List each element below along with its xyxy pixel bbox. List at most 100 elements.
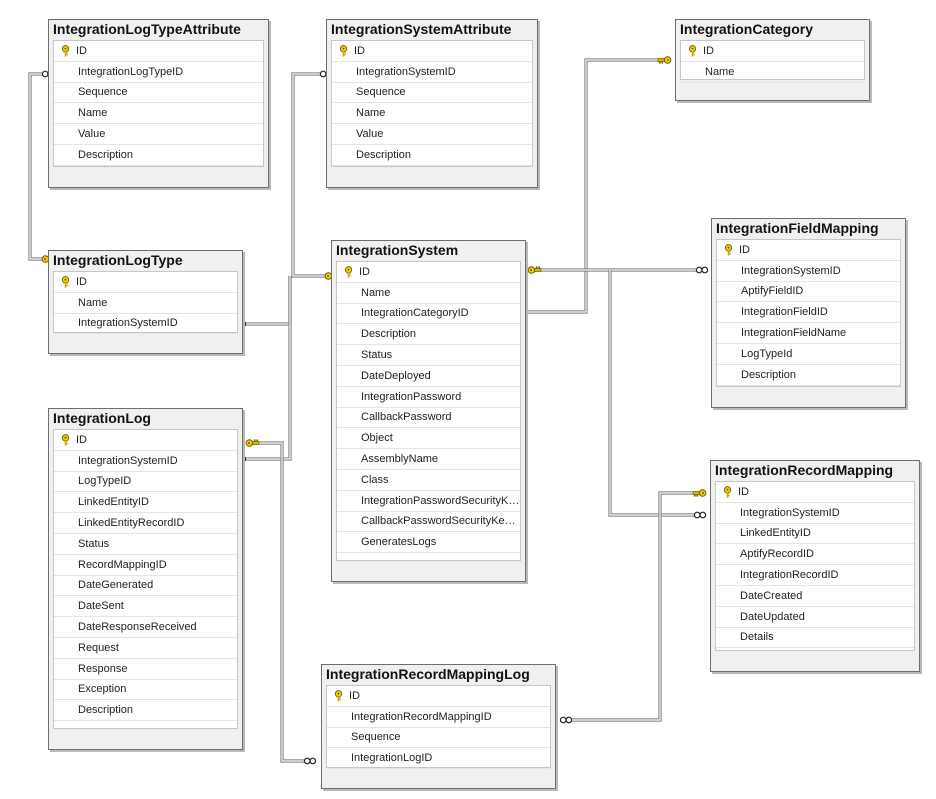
column-row-date-generated[interactable]: DateGenerated xyxy=(54,576,237,597)
column-name: Description xyxy=(361,328,417,341)
column-row-name[interactable]: Name xyxy=(332,103,532,125)
column-row-assembly-name[interactable]: AssemblyName xyxy=(337,449,520,470)
column-row-callback-password-security-key-id[interactable]: CallbackPasswordSecurityKeyID xyxy=(337,512,520,533)
column-row-aptify-record-id[interactable]: AptifyRecordID xyxy=(716,544,914,566)
column-row-callback-password[interactable]: CallbackPassword xyxy=(337,408,520,429)
column-row-status[interactable]: Status xyxy=(54,534,237,555)
column-row-record-mapping-id[interactable]: RecordMappingID xyxy=(54,555,237,576)
column-row-linked-entity-id[interactable]: LinkedEntityID xyxy=(716,524,914,545)
column-row-response[interactable]: Response xyxy=(54,659,237,680)
column-row-details[interactable]: Details xyxy=(716,628,914,649)
column-row-description[interactable]: Description xyxy=(337,324,520,346)
relationship-category-system[interactable] xyxy=(515,56,672,316)
column-row-integration-log-type-id[interactable]: IntegrationLogTypeID xyxy=(54,62,263,83)
relationship-line-outer xyxy=(28,72,42,261)
one-key-icon xyxy=(245,439,260,447)
column-row-integration-log-id[interactable]: IntegrationLogID xyxy=(327,748,550,770)
column-name: Description xyxy=(356,148,412,161)
column-row-integration-system-id[interactable]: IntegrationSystemID xyxy=(332,62,532,83)
column-row-integration-field-name[interactable]: IntegrationFieldName xyxy=(717,323,900,344)
column-row-name[interactable]: Name xyxy=(54,293,237,314)
many-infinity-icon xyxy=(559,716,573,724)
relationship-line-outer xyxy=(560,491,706,722)
column-row-integration-password[interactable]: IntegrationPassword xyxy=(337,387,520,408)
column-name: IntegrationCategoryID xyxy=(361,307,469,320)
column-row-request[interactable]: Request xyxy=(54,638,237,659)
column-row-date-deployed[interactable]: DateDeployed xyxy=(337,366,520,387)
column-row-integration-record-id[interactable]: IntegrationRecordID xyxy=(716,565,914,586)
column-row-id[interactable]: ID xyxy=(337,262,520,283)
column-name: AssemblyName xyxy=(361,453,439,466)
column-row-date-updated[interactable]: DateUpdated xyxy=(716,607,914,628)
relationship-line xyxy=(292,73,325,277)
column-row-sequence[interactable]: Sequence xyxy=(54,83,263,104)
primary-key-icon xyxy=(716,486,738,498)
column-row-integration-system-id[interactable]: IntegrationSystemID xyxy=(716,503,914,524)
column-row-linked-entity-id[interactable]: LinkedEntityID xyxy=(54,492,237,514)
column-row-status[interactable]: Status xyxy=(337,345,520,366)
column-row-description[interactable]: Description xyxy=(717,365,900,386)
column-row-log-type-id[interactable]: LogTypeID xyxy=(54,472,237,493)
column-row-name[interactable]: Name xyxy=(337,283,520,304)
column-name: Response xyxy=(78,662,128,675)
column-row-id[interactable]: ID xyxy=(327,686,550,707)
column-row-log-type-id[interactable]: LogTypeId xyxy=(717,344,900,365)
relationship-recordmapping-maplog[interactable] xyxy=(559,489,707,724)
column-row-integration-system-id[interactable]: IntegrationSystemID xyxy=(54,451,237,472)
column-row-id[interactable]: ID xyxy=(681,41,864,62)
column-row-id[interactable]: ID xyxy=(54,272,237,293)
column-row-id[interactable]: ID xyxy=(717,240,900,261)
column-row-sequence[interactable]: Sequence xyxy=(332,83,532,104)
column-row-date-response-received[interactable]: DateResponseReceived xyxy=(54,617,237,638)
column-row-id[interactable]: ID xyxy=(716,482,914,503)
relationship-system-recordmapping[interactable] xyxy=(608,270,707,519)
column-row-description[interactable]: Description xyxy=(54,145,263,166)
column-row-name[interactable]: Name xyxy=(54,103,263,125)
primary-key-icon xyxy=(332,45,354,57)
column-name: Object xyxy=(361,432,393,445)
relationship-log-maplog[interactable] xyxy=(245,439,317,765)
column-row-id[interactable]: ID xyxy=(54,430,237,451)
column-row-value[interactable]: Value xyxy=(332,124,532,145)
column-name: LogTypeID xyxy=(78,475,132,488)
column-row-integration-field-id[interactable]: IntegrationFieldID xyxy=(717,302,900,324)
column-row-description[interactable]: Description xyxy=(332,145,532,166)
column-row-integration-category-id[interactable]: IntegrationCategoryID xyxy=(337,304,520,325)
column-row-aptify-field-id[interactable]: AptifyFieldID xyxy=(717,282,900,303)
column-row-date-sent[interactable]: DateSent xyxy=(54,596,237,618)
column-row-object[interactable]: Object xyxy=(337,428,520,450)
one-key-icon xyxy=(527,266,542,274)
column-row-exception[interactable]: Exception xyxy=(54,680,237,701)
column-row-generates-logs[interactable]: GeneratesLogs xyxy=(337,532,520,554)
column-row-id[interactable]: ID xyxy=(332,41,532,62)
column-row-value[interactable]: Value xyxy=(54,124,263,145)
column-row-integration-password-security-ke[interactable]: IntegrationPasswordSecurityKe... xyxy=(337,491,520,512)
table-title: IntegrationSystem xyxy=(336,242,459,258)
column-row-class[interactable]: Class xyxy=(337,470,520,491)
relationship-system-fieldmapping[interactable] xyxy=(527,266,709,274)
column-name: Name xyxy=(356,107,386,120)
column-row-integration-system-id[interactable]: IntegrationSystemID xyxy=(717,261,900,282)
column-row-linked-entity-record-id[interactable]: LinkedEntityRecordID xyxy=(54,513,237,534)
column-row-sequence[interactable]: Sequence xyxy=(327,728,550,749)
column-name: Description xyxy=(78,704,134,717)
column-name: Sequence xyxy=(356,86,406,99)
column-row-id[interactable]: ID xyxy=(54,41,263,62)
column-row-integration-system-id[interactable]: IntegrationSystemID xyxy=(54,314,237,335)
column-row-date-created[interactable]: DateCreated xyxy=(716,586,914,607)
table-title: IntegrationRecordMappingLog xyxy=(326,666,530,682)
column-name: Class xyxy=(361,473,389,486)
column-row-description[interactable]: Description xyxy=(54,700,237,722)
column-row-integration-record-mapping-id[interactable]: IntegrationRecordMappingID xyxy=(327,707,550,728)
column-row-name[interactable]: Name xyxy=(681,62,864,83)
